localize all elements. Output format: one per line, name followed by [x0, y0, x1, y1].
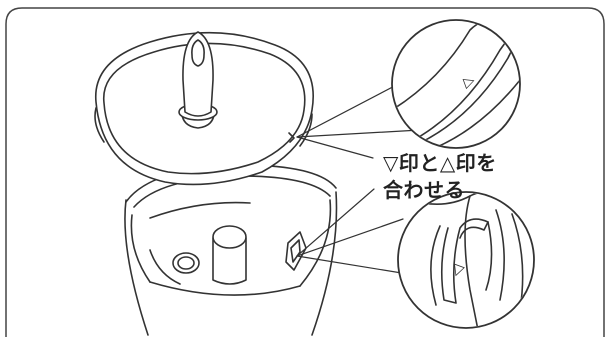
instruction-caption: ▽印と△印を 合わせる	[383, 150, 553, 204]
center-post	[212, 225, 247, 285]
upper-zoom-circle	[391, 19, 521, 149]
drain-hole	[172, 252, 200, 274]
pot-latch	[285, 231, 307, 271]
lid-knob	[178, 31, 218, 129]
instruction-line-1: ▽印と△印を	[383, 151, 497, 175]
lower-zoom-circle	[397, 191, 535, 329]
instruction-line-2: 合わせる	[383, 178, 465, 202]
frame-border	[5, 7, 605, 338]
